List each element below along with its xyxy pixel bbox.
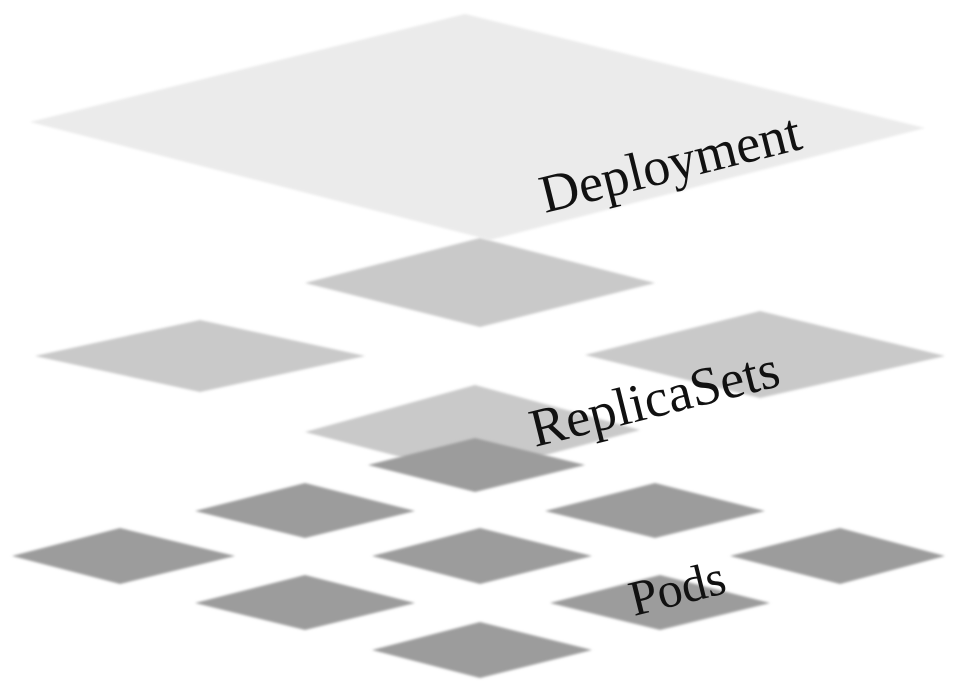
pod-plate [195, 575, 415, 630]
pod-plate [730, 528, 945, 584]
pod-plate [550, 575, 770, 630]
deployment-plate [30, 14, 925, 240]
replicasets-layer [35, 238, 945, 475]
replicaset-plate [35, 320, 365, 392]
replicaset-plate [305, 385, 640, 475]
pod-plate [372, 622, 592, 678]
pods-layer [12, 438, 945, 678]
pod-plate [545, 483, 765, 538]
replicaset-plate [305, 238, 655, 327]
pod-plate [372, 528, 592, 584]
pod-plate [12, 528, 235, 584]
pod-plate [195, 483, 415, 538]
pod-plate [368, 438, 585, 492]
deployment-layer [30, 14, 925, 240]
replicaset-plate [585, 311, 945, 398]
